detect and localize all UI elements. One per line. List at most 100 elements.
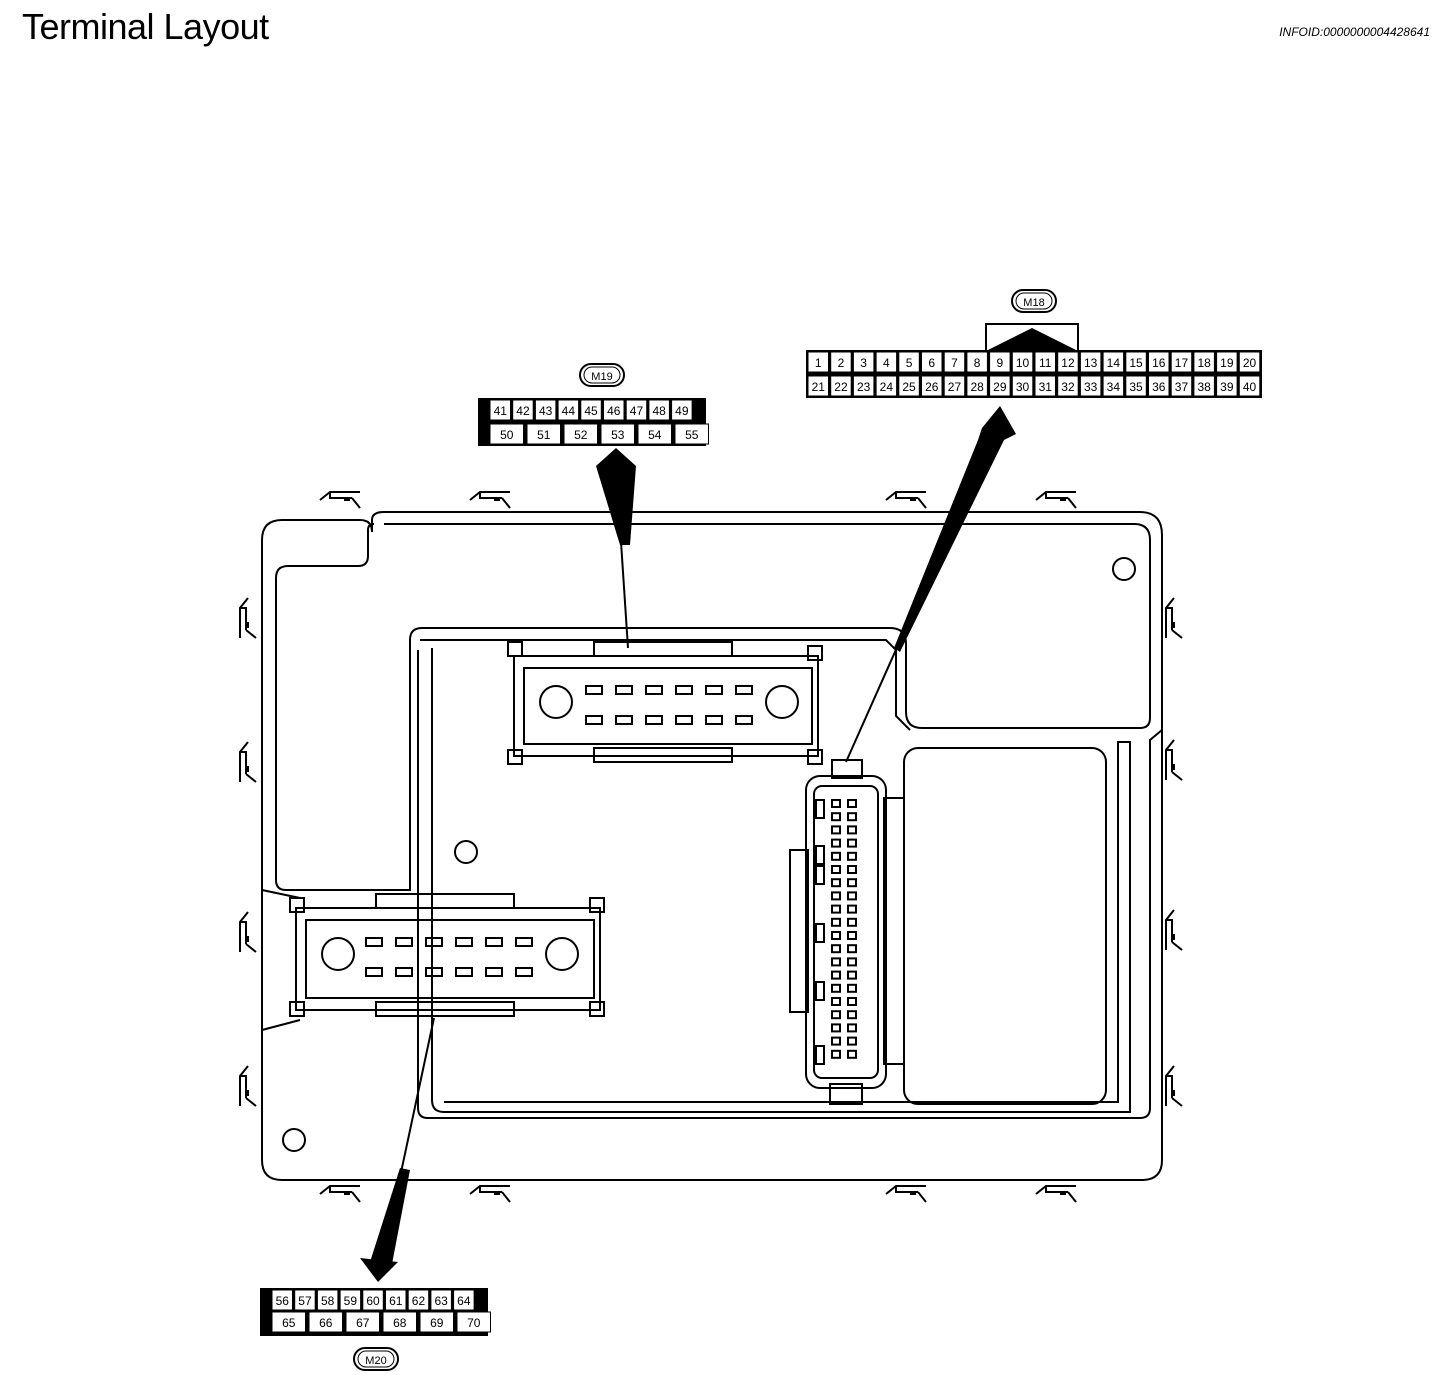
- m18-pin-number: 26: [925, 380, 939, 394]
- socket-pin-slot: [847, 1036, 857, 1046]
- m18-pin-number: 17: [1175, 356, 1189, 370]
- m18-pin-number: 25: [902, 380, 916, 394]
- m19-pin-cell: [557, 399, 580, 421]
- m19-pin-cell: [603, 399, 625, 421]
- socket-pin-slot: [705, 715, 723, 725]
- m18-pin-cell: [1238, 375, 1261, 397]
- m19-pin-number: 49: [675, 404, 689, 418]
- socket-pin-slot: [847, 1010, 857, 1020]
- socket-pin-slot: [831, 917, 841, 927]
- socket-pin-slot: [831, 799, 841, 808]
- socket-pin-slot: [615, 685, 633, 695]
- socket-pin-slot: [847, 917, 857, 927]
- socket-pin-slot: [831, 904, 841, 914]
- socket-pin-slot: [847, 825, 857, 835]
- m20-pin-cell: [362, 1289, 384, 1311]
- m18-socket: [789, 759, 887, 1105]
- socket-pin-slot: [735, 715, 753, 725]
- m19-pin-number: 55: [685, 428, 699, 442]
- mounting-clips: [239, 491, 1183, 1203]
- socket-pin-slot: [831, 1010, 841, 1020]
- m18-pin-cell: [1216, 351, 1238, 373]
- m20-pin-number: 60: [366, 1294, 380, 1308]
- m18-pin-number: 40: [1243, 380, 1257, 394]
- m20-pin-number: 65: [282, 1316, 296, 1330]
- m18-pin-cell: [1057, 375, 1079, 397]
- m18-pin-number: 9: [997, 356, 1004, 370]
- m19-leader-arrow: [596, 448, 636, 649]
- socket-pin-slot: [847, 799, 857, 808]
- socket-pin-slot: [847, 891, 857, 901]
- m19-pin-number: 54: [648, 428, 662, 442]
- m19-pin-number: 45: [584, 404, 598, 418]
- socket-pin-slot: [847, 931, 857, 940]
- m20-pin-cell: [385, 1289, 407, 1311]
- socket-pin-slot: [831, 838, 841, 848]
- m18-pin-number: 12: [1061, 356, 1075, 370]
- m18-pin-cell: [1079, 375, 1102, 397]
- socket-pin-slot: [645, 685, 663, 695]
- m18-pin-cell: [989, 351, 1011, 373]
- m18-pin-cell: [1193, 351, 1215, 373]
- control-unit-body: [261, 511, 1163, 1181]
- m20-pin-cell: [419, 1311, 454, 1333]
- socket-pin-slot: [585, 715, 603, 725]
- m18-leader-arrow: [845, 406, 1016, 763]
- m20-pin-number: 64: [457, 1294, 471, 1308]
- m18-pin-cell: [921, 375, 943, 397]
- m18-pin-number: 19: [1220, 356, 1234, 370]
- socket-pin-slot: [585, 685, 603, 695]
- m18-pin-number: 20: [1243, 356, 1257, 370]
- m18-pin-cell: [1102, 375, 1125, 397]
- m18-pin-number: 10: [1016, 356, 1030, 370]
- m18-pin-cell: [807, 351, 829, 373]
- socket-pin-slot: [847, 970, 857, 980]
- m18-pin-number: 3: [860, 356, 867, 370]
- m18-pin-number: 1: [815, 356, 822, 370]
- m20-pin-cell: [430, 1289, 452, 1311]
- m20-leader-arrow: [360, 1017, 435, 1282]
- m18-pin-cell: [1034, 351, 1056, 373]
- socket-pin-slot: [831, 1023, 841, 1033]
- m18-pin-number: 16: [1152, 356, 1166, 370]
- m20-pin-cell: [407, 1289, 430, 1311]
- m19-pin-cell: [600, 423, 635, 445]
- socket-pin-slot: [847, 997, 857, 1006]
- m20-pin-number: 58: [321, 1294, 335, 1308]
- socket-pin-slot: [831, 1036, 841, 1046]
- socket-pin-slot: [515, 967, 533, 977]
- m20-pin-cell: [345, 1311, 380, 1333]
- m20-pin-cell: [308, 1311, 343, 1333]
- m18-pin-number: 11: [1039, 356, 1052, 370]
- m19-pin-cell: [489, 423, 524, 445]
- m18-pin-cell: [1148, 351, 1170, 373]
- m19-pin-number: 44: [562, 404, 576, 418]
- m18-pin-number: 35: [1129, 380, 1143, 394]
- m20-pin-cell: [456, 1311, 491, 1333]
- socket-pin-slot: [831, 957, 841, 967]
- socket-pin-slot: [847, 838, 857, 848]
- m19-pin-cell: [580, 399, 602, 421]
- m19-label: M19: [591, 371, 612, 383]
- socket-pin-slot: [395, 937, 413, 947]
- info-id: INFOID:0000000004428641: [1279, 25, 1430, 39]
- m19-pin-cell: [637, 423, 672, 445]
- socket-pin-slot: [847, 983, 857, 993]
- socket-pin-slot: [847, 957, 857, 967]
- m19-pin-cell: [671, 399, 693, 421]
- socket-pin-slot: [735, 685, 753, 695]
- m18-pin-cell: [875, 375, 898, 397]
- socket-pin-slot: [831, 851, 841, 861]
- m20-pin-cell: [382, 1311, 417, 1333]
- m18-pin-number: 24: [880, 380, 894, 394]
- m19-pin-number: 47: [630, 404, 644, 418]
- m18-pin-number: 13: [1084, 356, 1098, 370]
- socket-pin-slot: [831, 878, 841, 888]
- m18-pin-number: 21: [812, 380, 826, 394]
- socket-pin-slot: [485, 967, 503, 977]
- m18-pin-number: 37: [1175, 380, 1189, 394]
- m18-pin-number: 22: [834, 380, 848, 394]
- socket-pin-slot: [395, 967, 413, 977]
